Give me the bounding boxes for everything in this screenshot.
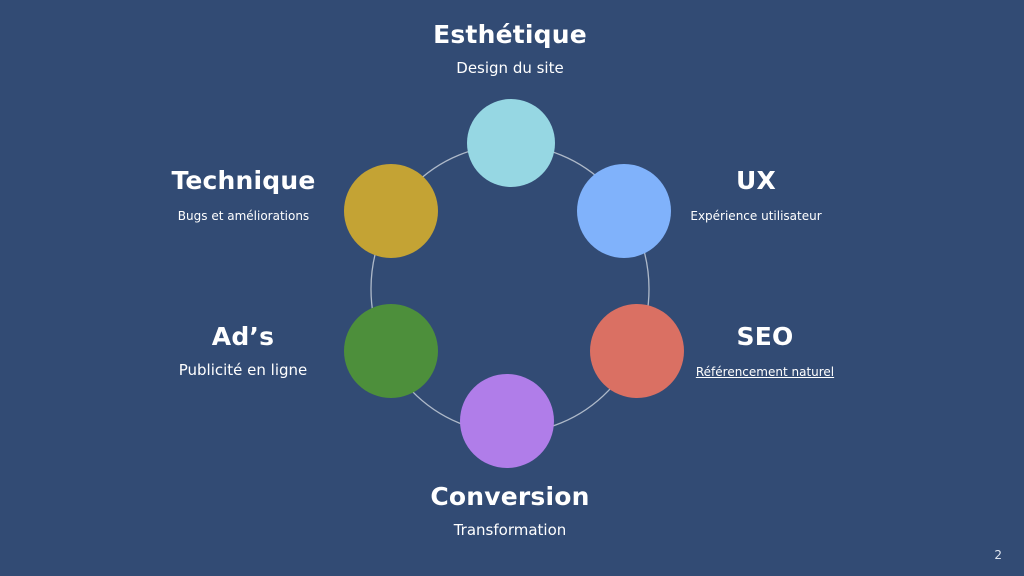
label-esthetique: Esthétique Design du site bbox=[410, 20, 610, 78]
technique-subtitle: Bugs et améliorations bbox=[177, 209, 310, 223]
esthetique-title: Esthétique bbox=[433, 20, 587, 49]
seo-title: SEO bbox=[736, 322, 794, 351]
node-ux bbox=[577, 164, 671, 258]
node-ads bbox=[344, 304, 438, 398]
node-seo bbox=[590, 304, 684, 398]
node-esthetique bbox=[467, 99, 555, 187]
ads-subtitle: Publicité en ligne bbox=[178, 361, 308, 379]
node-technique bbox=[344, 164, 438, 258]
label-ux: UX Expérience utilisateur bbox=[676, 166, 836, 226]
technique-title: Technique bbox=[171, 166, 316, 195]
label-ads: Ad’s Publicité en ligne bbox=[163, 322, 323, 380]
label-seo: SEO Référencement naturel bbox=[690, 322, 840, 382]
seo-subtitle-link[interactable]: Référencement naturel bbox=[695, 365, 835, 379]
ads-title: Ad’s bbox=[211, 322, 275, 351]
page-number: 2 bbox=[994, 548, 1002, 562]
conversion-subtitle: Transformation bbox=[453, 521, 567, 539]
conversion-title: Conversion bbox=[430, 482, 590, 511]
ux-subtitle: Expérience utilisateur bbox=[690, 209, 822, 223]
label-technique: Technique Bugs et améliorations bbox=[156, 166, 331, 226]
ux-title: UX bbox=[736, 166, 776, 195]
node-conversion bbox=[460, 374, 554, 468]
label-conversion: Conversion Transformation bbox=[400, 482, 620, 540]
esthetique-subtitle: Design du site bbox=[456, 59, 564, 77]
